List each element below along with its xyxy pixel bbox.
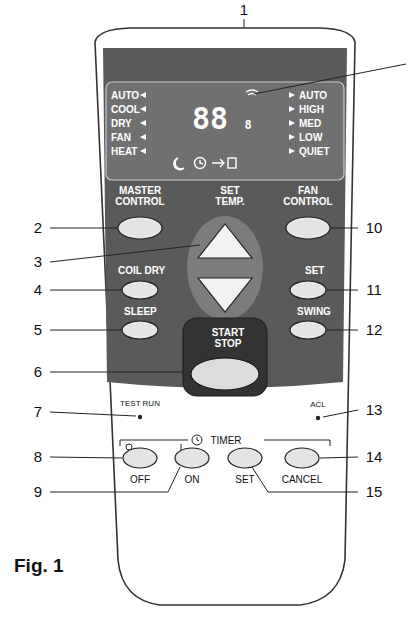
- lcd-marks: [140, 92, 295, 154]
- mode-indicator: DRY: [111, 118, 132, 129]
- temperature-digits: 88: [192, 102, 228, 135]
- button-label: ON: [185, 474, 200, 485]
- figure-caption: Fig. 1: [14, 556, 64, 577]
- callout-number: 2: [34, 220, 42, 237]
- temp-pad: [187, 216, 263, 320]
- start-stop-button: [191, 358, 259, 390]
- decimal-digit: 8: [244, 119, 251, 132]
- button-label: CANCEL: [282, 474, 323, 485]
- button-label: SET: [305, 265, 324, 276]
- button-label: START STOP: [206, 327, 250, 349]
- timer-label: TIMER: [210, 435, 241, 446]
- callout-number: 4: [34, 282, 42, 299]
- fan-indicator: LOW: [299, 132, 322, 143]
- callout-number: 11: [366, 282, 382, 299]
- fan-indicator: HIGH: [299, 104, 324, 115]
- callout-number: 8: [34, 449, 42, 466]
- callout-number: 7: [34, 404, 42, 421]
- leader-lines: [50, 19, 358, 492]
- button-label: SWING: [297, 306, 331, 317]
- mode-indicator: HEAT: [111, 146, 137, 157]
- timer-buttons: [123, 448, 319, 468]
- button-label: ACL: [310, 401, 326, 410]
- leader-line: [254, 64, 406, 94]
- start-stop-frame: [183, 318, 267, 396]
- mode-indicator: AUTO: [111, 90, 139, 101]
- callout-number: 6: [34, 364, 42, 381]
- callout-number: 12: [366, 322, 383, 339]
- button-label: SET: [235, 474, 254, 485]
- test-run-button: [138, 415, 142, 419]
- callout-number: 14: [366, 449, 383, 466]
- button-label: MASTER CONTROL: [110, 185, 170, 207]
- lcd-icons: [174, 90, 258, 170]
- callout-number: 15: [366, 484, 383, 501]
- acl-button: [316, 416, 320, 420]
- remote-body: [95, 28, 355, 605]
- callout-number: 5: [34, 322, 42, 339]
- fan-indicator: MED: [299, 118, 321, 129]
- callout-number: 1: [240, 2, 248, 19]
- button-label: TEST RUN: [120, 400, 160, 409]
- callout-number: 10: [366, 220, 383, 237]
- temp-down-button: [198, 278, 252, 312]
- callout-number: 3: [34, 254, 42, 271]
- mode-indicator: COOL: [111, 104, 140, 115]
- temp-up-button: [198, 224, 252, 258]
- callout-number: 9: [34, 484, 42, 501]
- button-label: OFF: [130, 474, 150, 485]
- callout-number: 13: [366, 402, 383, 419]
- button-label: SET TEMP.: [208, 185, 252, 207]
- button-label: FAN CONTROL: [278, 185, 338, 207]
- mode-indicator: FAN: [111, 132, 131, 143]
- lcd-screen: [106, 82, 344, 180]
- fan-indicator: AUTO: [299, 90, 327, 101]
- button-label: COIL DRY: [118, 265, 165, 276]
- button-label: SLEEP: [124, 306, 157, 317]
- fan-indicator: QUIET: [299, 146, 330, 157]
- control-panel: [103, 48, 347, 388]
